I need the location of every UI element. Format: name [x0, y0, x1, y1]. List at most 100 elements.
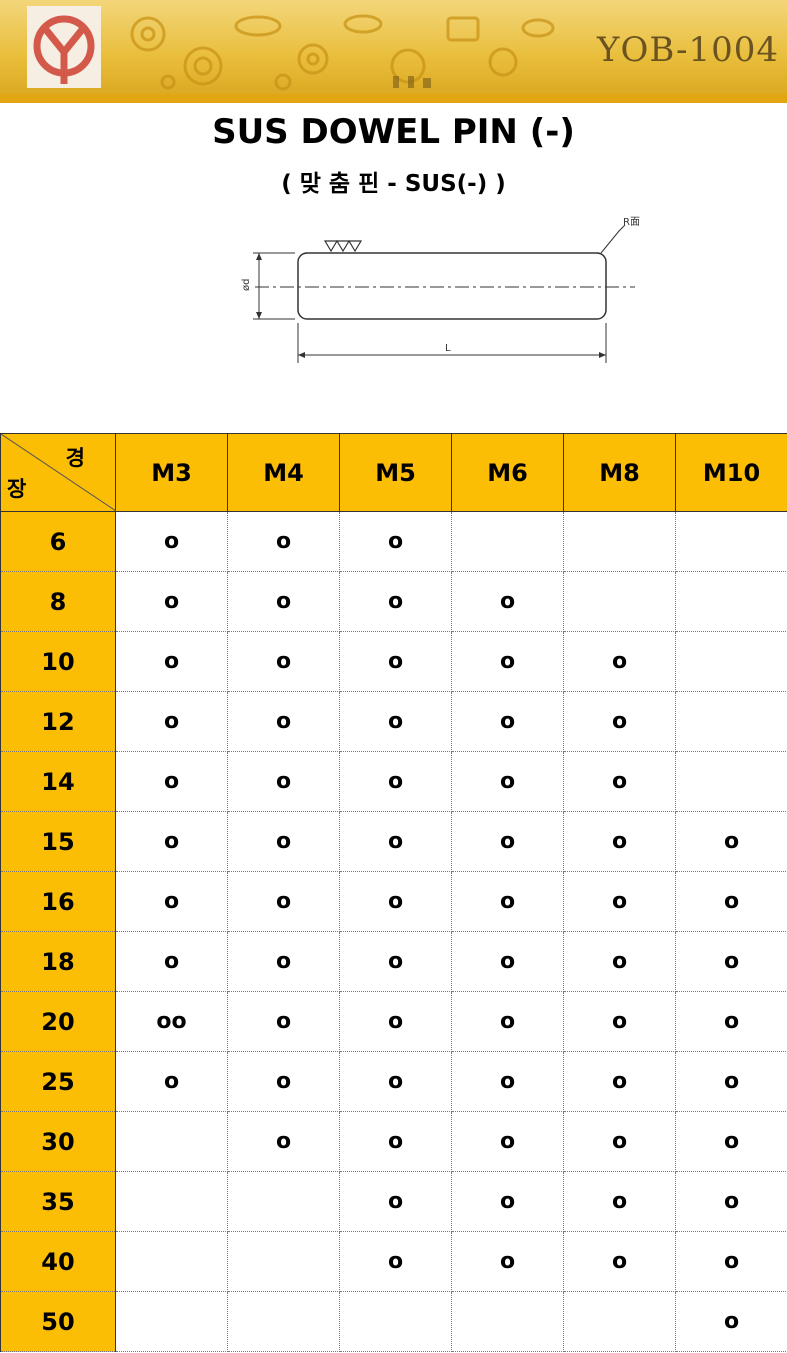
availability-cell: o: [339, 571, 452, 632]
row-length-label: 25: [0, 1051, 116, 1112]
availability-cell: [115, 1291, 228, 1352]
availability-cell: o: [563, 1231, 676, 1292]
availability-cell: o: [339, 631, 452, 692]
availability-cell: o: [339, 1171, 452, 1232]
availability-cell: o: [675, 1291, 787, 1352]
availability-cell: o: [339, 691, 452, 752]
availability-cell: o: [339, 931, 452, 992]
availability-cell: o: [563, 1111, 676, 1172]
availability-cell: o: [675, 1231, 787, 1292]
availability-cell: o: [451, 751, 564, 812]
row-length-label: 50: [0, 1291, 116, 1352]
header-row: 경 장 M3 M4 M5 M6 M8 M10: [0, 433, 787, 512]
availability-cell: o: [451, 631, 564, 692]
availability-cell: o: [675, 1051, 787, 1112]
availability-cell: oo: [115, 991, 228, 1052]
availability-cell: o: [339, 511, 452, 572]
table-row: 50 o: [0, 1291, 787, 1352]
availability-cell: o: [227, 691, 340, 752]
availability-cell: [675, 571, 787, 632]
corner-length-label: 장: [7, 477, 27, 501]
availability-cell: o: [339, 1111, 452, 1172]
availability-cell: o: [451, 571, 564, 632]
availability-cell: [339, 1291, 452, 1352]
availability-cell: [675, 751, 787, 812]
availability-cell: o: [227, 1111, 340, 1172]
row-length-label: 35: [0, 1171, 116, 1232]
header-banner: YOB-1004: [0, 0, 787, 103]
availability-cell: o: [563, 1051, 676, 1112]
availability-cell: o: [563, 871, 676, 932]
availability-cell: o: [227, 571, 340, 632]
column-header: M3: [115, 433, 228, 512]
availability-cell: o: [451, 691, 564, 752]
column-header: M10: [675, 433, 787, 512]
availability-cell: o: [227, 511, 340, 572]
availability-cell: [675, 631, 787, 692]
availability-cell: [451, 511, 564, 572]
availability-cell: o: [115, 871, 228, 932]
column-header: M5: [339, 433, 452, 512]
availability-cell: o: [675, 871, 787, 932]
availability-cell: [451, 1291, 564, 1352]
availability-cell: o: [339, 1051, 452, 1112]
column-header: M4: [227, 433, 340, 512]
availability-cell: o: [675, 1171, 787, 1232]
availability-cell: o: [563, 811, 676, 872]
availability-cell: o: [115, 1051, 228, 1112]
availability-cell: o: [227, 631, 340, 692]
availability-cell: o: [339, 871, 452, 932]
availability-cell: o: [563, 1171, 676, 1232]
availability-cell: o: [115, 571, 228, 632]
availability-cell: o: [115, 931, 228, 992]
availability-cell: [115, 1111, 228, 1172]
row-length-label: 10: [0, 631, 116, 692]
row-length-label: 20: [0, 991, 116, 1052]
availability-cell: o: [451, 811, 564, 872]
availability-cell: o: [227, 871, 340, 932]
availability-cell: o: [563, 751, 676, 812]
availability-cell: o: [451, 1231, 564, 1292]
availability-cell: o: [563, 931, 676, 992]
availability-cell: [563, 511, 676, 572]
page-subtitle: ( 맞 춤 핀 - SUS(-) ): [281, 171, 506, 197]
availability-cell: o: [227, 931, 340, 992]
availability-cell: [563, 571, 676, 632]
availability-cell: [563, 1291, 676, 1352]
availability-cell: o: [451, 1111, 564, 1172]
availability-cell: o: [227, 991, 340, 1052]
availability-cell: o: [563, 691, 676, 752]
availability-cell: o: [451, 1051, 564, 1112]
availability-cell: o: [115, 811, 228, 872]
availability-cell: o: [339, 1231, 452, 1292]
row-length-label: 6: [0, 511, 116, 572]
radius-label: R面: [623, 217, 640, 228]
banner-band: [0, 94, 787, 103]
availability-cell: [227, 1291, 340, 1352]
availability-cell: [675, 511, 787, 572]
availability-cell: o: [451, 991, 564, 1052]
column-header: M6: [451, 433, 564, 512]
column-header: M8: [563, 433, 676, 512]
availability-cell: o: [339, 751, 452, 812]
availability-cell: o: [451, 871, 564, 932]
availability-cell: o: [451, 1171, 564, 1232]
availability-cell: o: [675, 1111, 787, 1172]
availability-cell: o: [451, 931, 564, 992]
corner-cell: 경 장: [0, 433, 116, 512]
availability-cell: [115, 1231, 228, 1292]
diameter-label: ød: [241, 279, 252, 291]
row-length-label: 40: [0, 1231, 116, 1292]
availability-cell: o: [115, 631, 228, 692]
